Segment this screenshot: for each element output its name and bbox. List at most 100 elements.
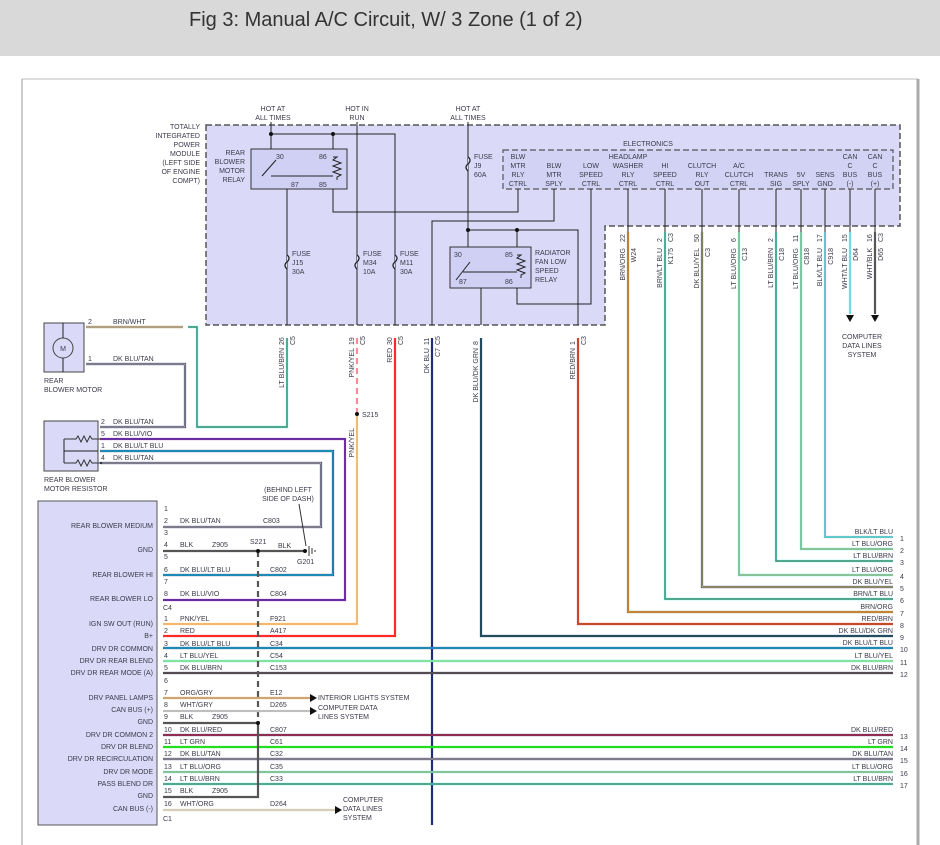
circuit-id: C3 <box>705 248 712 257</box>
pin-number: 4 <box>164 542 168 549</box>
module-pin-function: DRV DR REAR MODE (A) <box>71 670 153 677</box>
wire-color-label: DK BLU/TAN <box>113 419 154 426</box>
fuse-icon <box>284 254 290 270</box>
electronics-pin-label: GND <box>817 181 833 188</box>
pin-number: 50 <box>694 234 701 242</box>
connector-id: C3 <box>581 336 588 345</box>
component-label: MOTOR RESISTOR <box>44 486 108 493</box>
destination-label: SYSTEM <box>848 352 877 359</box>
fuse-label: 30A <box>400 269 413 276</box>
wire-color-label: LT BLU/YEL <box>180 653 218 660</box>
wire-color-label: DK BLU/TAN <box>180 518 221 525</box>
pin-number: 16 <box>867 234 874 242</box>
splice-dot-icon <box>303 549 307 553</box>
wire-color-label: DK BLU/YEL <box>853 579 894 586</box>
pin-number: 1 <box>570 341 577 345</box>
power-source-label: HOT AT <box>456 106 481 113</box>
wire-color-label: DK BLU/VIO <box>180 591 220 598</box>
relay-pin: 87 <box>291 182 299 189</box>
wire-red <box>163 338 397 638</box>
wire-color-label: LT BLU/ORG <box>793 248 800 289</box>
continuation-pin-number: 12 <box>900 672 908 679</box>
wire-color-label: PNK/YEL <box>349 428 356 458</box>
pin-number: 4 <box>101 455 105 462</box>
wire-color-label: PNK/YEL <box>180 616 210 623</box>
module-pin-function: DRV DR MODE <box>103 769 153 776</box>
destination-label: COMPUTER DATA <box>318 705 378 712</box>
relay-pin: 87 <box>459 279 467 286</box>
connector-id: C5 <box>435 336 442 345</box>
splice-dot-icon <box>466 228 470 232</box>
circuit-id: C818 <box>804 248 811 265</box>
pin-number: 2 <box>164 628 168 635</box>
splice-label: S221 <box>250 539 266 546</box>
relay-pin: 30 <box>276 154 284 161</box>
pin-number: 2 <box>657 238 664 242</box>
wire-color-label: WHT/LT BLU <box>842 248 849 289</box>
rear-blower-motor-box <box>43 322 85 373</box>
circuit-id: D265 <box>270 702 287 709</box>
circuit-id: D264 <box>270 801 287 808</box>
continuation-pin-number: 6 <box>900 598 904 605</box>
circuit-id: C18 <box>779 248 786 261</box>
pin-number: 13 <box>164 764 172 771</box>
continuation-pin-number: 7 <box>900 611 904 618</box>
electronics-pin-label: SENS <box>815 172 834 179</box>
circuit-id: C54 <box>270 653 283 660</box>
electronics-pin-label: A/C <box>733 163 745 170</box>
electronics-pin-label: CTRL <box>509 181 527 188</box>
wire-blk-gnd <box>163 723 260 799</box>
component-label: REAR <box>44 378 63 385</box>
circuit-id: C803 <box>263 518 280 525</box>
module-pin-function: GND <box>137 793 153 800</box>
electronics-pin-label: (-) <box>847 181 854 188</box>
wire-blk-lt-blu-stripe <box>824 232 893 538</box>
wire-dk-blu-tan-stripe <box>86 363 186 428</box>
module-pin-function: DRV DR REAR BLEND <box>80 658 153 665</box>
relay-coil <box>515 254 527 278</box>
wire-color-label: DK BLU/YEL <box>694 248 701 289</box>
wire-color-label: DK BLU/DK GRN <box>839 628 893 635</box>
pin-number: 14 <box>164 776 172 783</box>
wire-color-label: LT GRN <box>180 739 205 746</box>
pin-number: 1 <box>88 356 92 363</box>
pin-number: 7 <box>164 579 168 586</box>
destination-label: DATA LINES <box>842 343 882 350</box>
wire-color-label: BLK <box>278 543 292 550</box>
pin-number: 11 <box>164 739 171 746</box>
fuse-label: M34 <box>363 260 377 267</box>
connector-id: C3 <box>668 233 675 242</box>
electronics-pin-label: WASHER <box>613 163 643 170</box>
pin-number: 2 <box>88 319 92 326</box>
pin-number: 15 <box>164 788 172 795</box>
wire-color-label: WHT/ORG <box>180 801 214 808</box>
page-title: Fig 3: Manual A/C Circuit, W/ 3 Zone (1 … <box>189 9 583 31</box>
wire-color-label: DK BLU/RED <box>180 727 222 734</box>
tipm-label: MODULE <box>170 151 200 158</box>
internal-circuit <box>468 229 579 325</box>
circuit-id: C802 <box>270 567 287 574</box>
continuation-pin-number: 5 <box>900 586 904 593</box>
continuation-pin-number: 2 <box>900 548 904 555</box>
continuation-pin-number: 10 <box>900 647 908 654</box>
wire-color-label: DK BLU/TAN <box>852 751 893 758</box>
module-pin-function: GND <box>137 719 153 726</box>
electronics-pin-label: CAN <box>868 154 883 161</box>
module-pin-function: IGN SW OUT (RUN) <box>89 621 153 628</box>
electronics-title: ELECTRONICS <box>623 141 673 148</box>
continuation-pin-number: 8 <box>900 623 904 630</box>
relay-label: RELAY <box>535 277 558 284</box>
fuse-icon <box>465 156 471 172</box>
electronics-pin-label: 5V <box>797 172 806 179</box>
circuit-id: Z905 <box>212 788 228 795</box>
splice-dot-icon <box>256 549 260 553</box>
pin-number: 8 <box>473 341 480 345</box>
pin-number: 19 <box>349 337 356 345</box>
wire-color-label: LT BLU/ORG <box>852 541 893 548</box>
wire-color-label: BRN/LT BLU <box>853 591 893 598</box>
power-source-label: HOT AT <box>261 106 286 113</box>
pointer-line <box>298 503 307 547</box>
electronics-pin-label: SPEED <box>653 172 677 179</box>
electronics-pin-label: HEADLAMP <box>609 154 648 161</box>
pin-number: 2 <box>164 518 168 525</box>
